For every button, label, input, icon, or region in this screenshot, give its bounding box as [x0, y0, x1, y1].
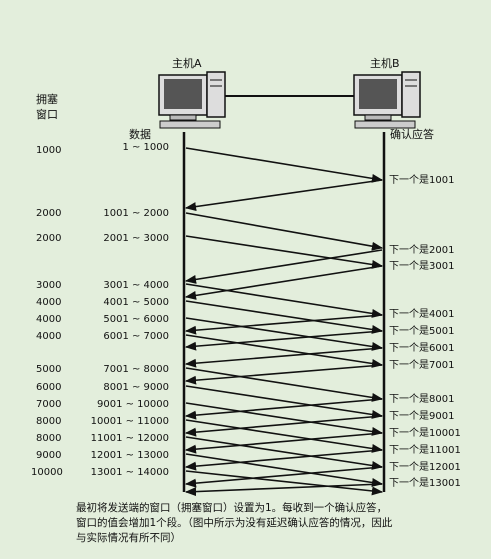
data-segment-arrow — [185, 147, 384, 183]
cwnd-value: 9000 — [36, 450, 62, 461]
ack-arrow — [184, 249, 383, 284]
data-segment-arrow — [185, 385, 384, 419]
ack-arrow — [184, 330, 383, 351]
data-header: 数据 — [129, 128, 151, 141]
ack-label: 下一个是9001 — [389, 411, 455, 422]
caption-line: 与实际情况有所不同） — [76, 532, 181, 544]
host-a-label: 主机A — [172, 57, 202, 70]
ack-arrow — [184, 364, 383, 385]
ack-arrow — [184, 179, 383, 212]
ack-label: 下一个是5001 — [389, 326, 455, 337]
data-segment-arrow — [185, 436, 384, 470]
host-b-computer-icon — [353, 71, 421, 129]
ack-label: 下一个是6001 — [389, 343, 455, 354]
segment-range: 4001 ~ 5000 — [103, 297, 169, 308]
segment-range: 12001 ~ 13000 — [90, 450, 169, 461]
ack-label: 下一个是10001 — [389, 428, 461, 439]
ack-arrow — [184, 466, 383, 488]
cwnd-value: 2000 — [36, 208, 62, 219]
data-segment-arrow — [185, 283, 384, 318]
ack-arrow — [184, 265, 383, 300]
ack-arrow — [184, 415, 383, 437]
ack-label: 下一个是11001 — [389, 445, 461, 456]
ack-arrow — [184, 347, 383, 368]
figure-caption: 最初将发送端的窗口（拥塞窗口）设置为1。每收到一个确认应答， 窗口的值会增加1个… — [76, 501, 476, 546]
data-segment-arrow — [185, 470, 384, 496]
segment-range: 7001 ~ 8000 — [103, 364, 169, 375]
segment-range: 5001 ~ 6000 — [103, 314, 169, 325]
segment-range: 9001 ~ 10000 — [97, 399, 169, 410]
ack-label: 下一个是2001 — [389, 245, 455, 256]
data-segment-arrow — [185, 212, 384, 251]
host-a-computer-icon — [158, 71, 226, 129]
cwnd-header-line1: 拥塞 — [36, 93, 58, 106]
segment-range: 2001 ~ 3000 — [103, 233, 169, 244]
segment-range: 1 ~ 1000 — [122, 142, 169, 153]
segment-range: 6001 ~ 7000 — [103, 331, 169, 342]
cwnd-value: 4000 — [36, 297, 62, 308]
data-segment-arrow — [185, 402, 384, 436]
caption-line: 最初将发送端的窗口（拥塞窗口）设置为1。每收到一个确认应答， — [76, 502, 388, 514]
segment-range: 8001 ~ 9000 — [103, 382, 169, 393]
data-segment-arrow — [185, 419, 384, 453]
data-segment-arrow — [185, 453, 384, 487]
ack-label: 下一个是13001 — [389, 478, 461, 489]
cwnd-value: 4000 — [36, 331, 62, 342]
cwnd-value: 10000 — [31, 467, 63, 478]
cwnd-value: 2000 — [36, 233, 62, 244]
ack-label: 下一个是7001 — [389, 360, 455, 371]
cwnd-value: 6000 — [36, 382, 62, 393]
cwnd-value: 8000 — [36, 416, 62, 427]
segment-range: 3001 ~ 4000 — [103, 280, 169, 291]
segment-range: 13001 ~ 14000 — [90, 467, 169, 478]
cwnd-header-line2: 窗口 — [36, 108, 58, 121]
ack-arrow — [184, 432, 383, 454]
cwnd-value: 1000 — [36, 145, 62, 156]
cwnd-value: 4000 — [36, 314, 62, 325]
ack-label: 下一个是1001 — [389, 175, 455, 186]
ack-arrow — [184, 483, 383, 497]
segment-range: 1001 ~ 2000 — [103, 208, 169, 219]
data-segment-arrow — [185, 334, 384, 368]
ack-arrow — [184, 449, 383, 471]
ack-header: 确认应答 — [390, 128, 434, 141]
caption-line: 窗口的值会增加1个段。（图中所示为没有延迟确认应答的情况，因此 — [76, 517, 393, 529]
ack-label: 下一个是3001 — [389, 261, 455, 272]
ack-label: 下一个是12001 — [389, 462, 461, 473]
data-segment-arrow — [185, 367, 384, 402]
ack-label: 下一个是4001 — [389, 309, 455, 320]
ack-arrow — [184, 314, 383, 335]
host-b-label: 主机B — [370, 57, 400, 70]
segment-range: 10001 ~ 11000 — [90, 416, 169, 427]
ack-label: 下一个是8001 — [389, 394, 455, 405]
cwnd-value: 7000 — [36, 399, 62, 410]
data-segment-arrow — [185, 300, 384, 334]
segment-range: 11001 ~ 12000 — [90, 433, 169, 444]
cwnd-value: 8000 — [36, 433, 62, 444]
data-segment-arrow — [185, 235, 384, 269]
data-segment-arrow — [185, 317, 384, 351]
cwnd-value: 5000 — [36, 364, 62, 375]
ack-arrow — [184, 398, 383, 420]
cwnd-value: 3000 — [36, 280, 62, 291]
